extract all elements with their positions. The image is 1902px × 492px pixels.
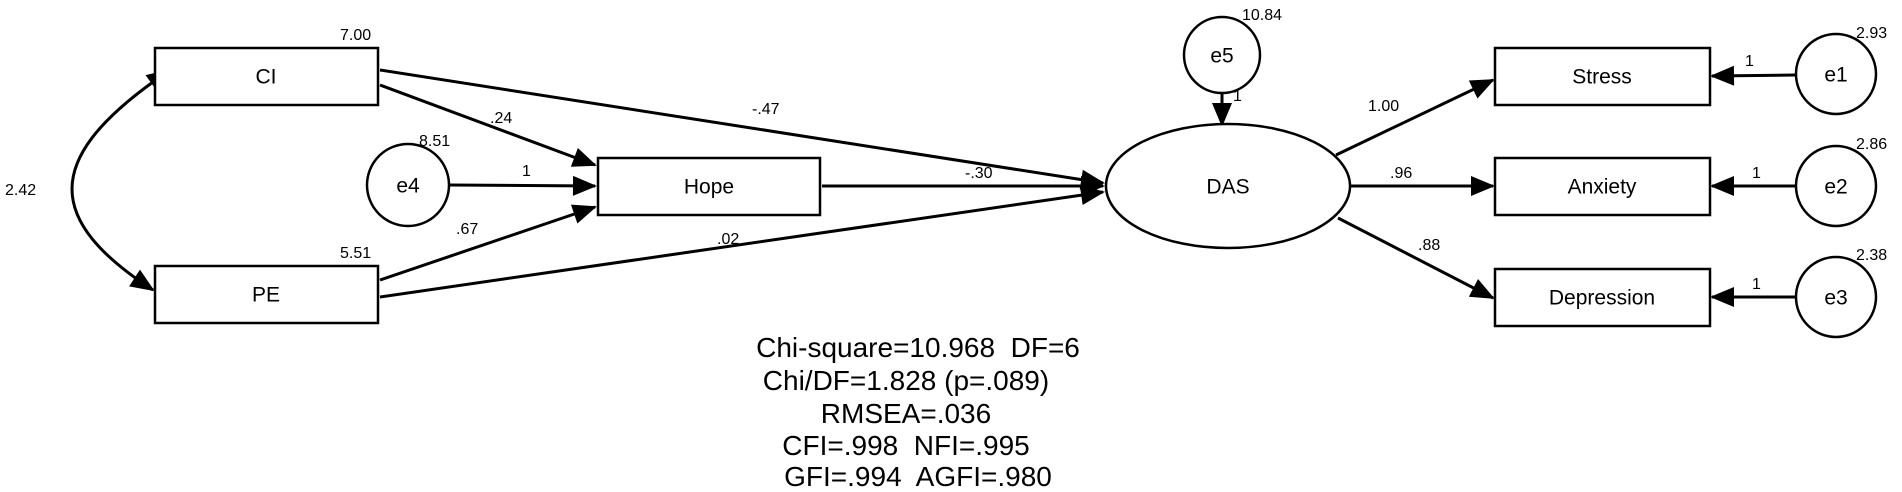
coef-label-pe-das: .02 [717, 231, 739, 248]
path-arrow-das-depression [1337, 216, 1495, 300]
fit-indices: Chi-square=10.968 DF=6 Chi/DF=1.828 (p=.… [756, 332, 1080, 492]
variance-label-e1: 2.93 [1856, 25, 1887, 42]
path-arrow-ci-hope [379, 83, 597, 167]
node-stress [1493, 46, 1712, 107]
coef-label-pe-hope: .67 [456, 221, 478, 238]
path-arrow-e1-stress [1710, 65, 1797, 86]
coef-label-das-depression: .88 [1418, 237, 1440, 254]
variance-label-e4: 8.51 [419, 133, 450, 150]
coef-label-e1-stress: 1 [1745, 53, 1754, 70]
node-depression [1493, 267, 1712, 328]
coef-label-e2-anxiety: 1 [1752, 165, 1761, 182]
coef-label-e4-hope: 1 [522, 163, 531, 180]
variance-label-e2: 2.86 [1856, 136, 1887, 153]
coef-label-ci-hope: .24 [490, 110, 512, 127]
node-label-das: DAS [1206, 176, 1249, 199]
node-label-e2: e2 [1824, 176, 1847, 199]
node-label-e5: e5 [1210, 45, 1233, 68]
path-arrow-pe-das [379, 185, 1105, 299]
node-label-depression: Depression [1549, 287, 1655, 310]
coef-label-e3-depression: 1 [1752, 276, 1761, 293]
variance-label-pe: 5.51 [340, 245, 371, 262]
error-node-e4 [365, 142, 451, 228]
error-node-e2 [1794, 144, 1878, 228]
variance-label-ci: 7.00 [340, 27, 371, 44]
fit-line-3: RMSEA=.036 [821, 398, 991, 429]
path-arrow-ci-das [379, 68, 1105, 190]
variance-label-e5: 10.84 [1242, 7, 1282, 24]
path-arrow-pe-hope [379, 204, 597, 282]
node-label-e1: e1 [1824, 64, 1847, 87]
fit-line-2: Chi/DF=1.828 (p=.089) [763, 365, 1049, 396]
node-pe [153, 264, 380, 325]
fit-line-1: Chi-square=10.968 DF=6 [756, 332, 1080, 363]
node-label-ci: CI [256, 66, 277, 89]
node-label-hope: Hope [684, 176, 734, 199]
node-ci [153, 46, 380, 107]
coef-label-das-stress: 1.00 [1368, 98, 1399, 115]
coef-label-ci-pe-cov: 2.42 [5, 182, 36, 199]
node-anxiety [1493, 156, 1712, 217]
fit-line-4: CFI=.998 NFI=.995 [782, 430, 1029, 461]
node-label-e4: e4 [396, 175, 420, 198]
node-das [1104, 122, 1352, 250]
error-node-e3 [1794, 255, 1878, 339]
coef-label-e5-das: 1 [1233, 88, 1242, 105]
covariance-arrow-ci-pe [70, 69, 171, 292]
node-label-stress: Stress [1572, 66, 1632, 89]
variance-label-e3: 2.38 [1856, 247, 1887, 264]
coef-label-ci-das: -.47 [752, 101, 780, 118]
node-label-e3: e3 [1824, 287, 1847, 310]
fit-line-5: GFI=.994 AGFI=.980 [784, 461, 1052, 492]
coef-label-hope-das: -.30 [965, 165, 993, 182]
path-arrow-e4-hope [448, 175, 597, 196]
error-node-e5 [1182, 15, 1262, 95]
node-hope [596, 156, 822, 217]
error-node-e1 [1794, 32, 1878, 116]
node-label-pe: PE [252, 284, 280, 307]
path-arrow-das-stress [1335, 78, 1495, 157]
coef-label-das-anxiety: .96 [1390, 165, 1412, 182]
node-label-anxiety: Anxiety [1568, 176, 1637, 199]
